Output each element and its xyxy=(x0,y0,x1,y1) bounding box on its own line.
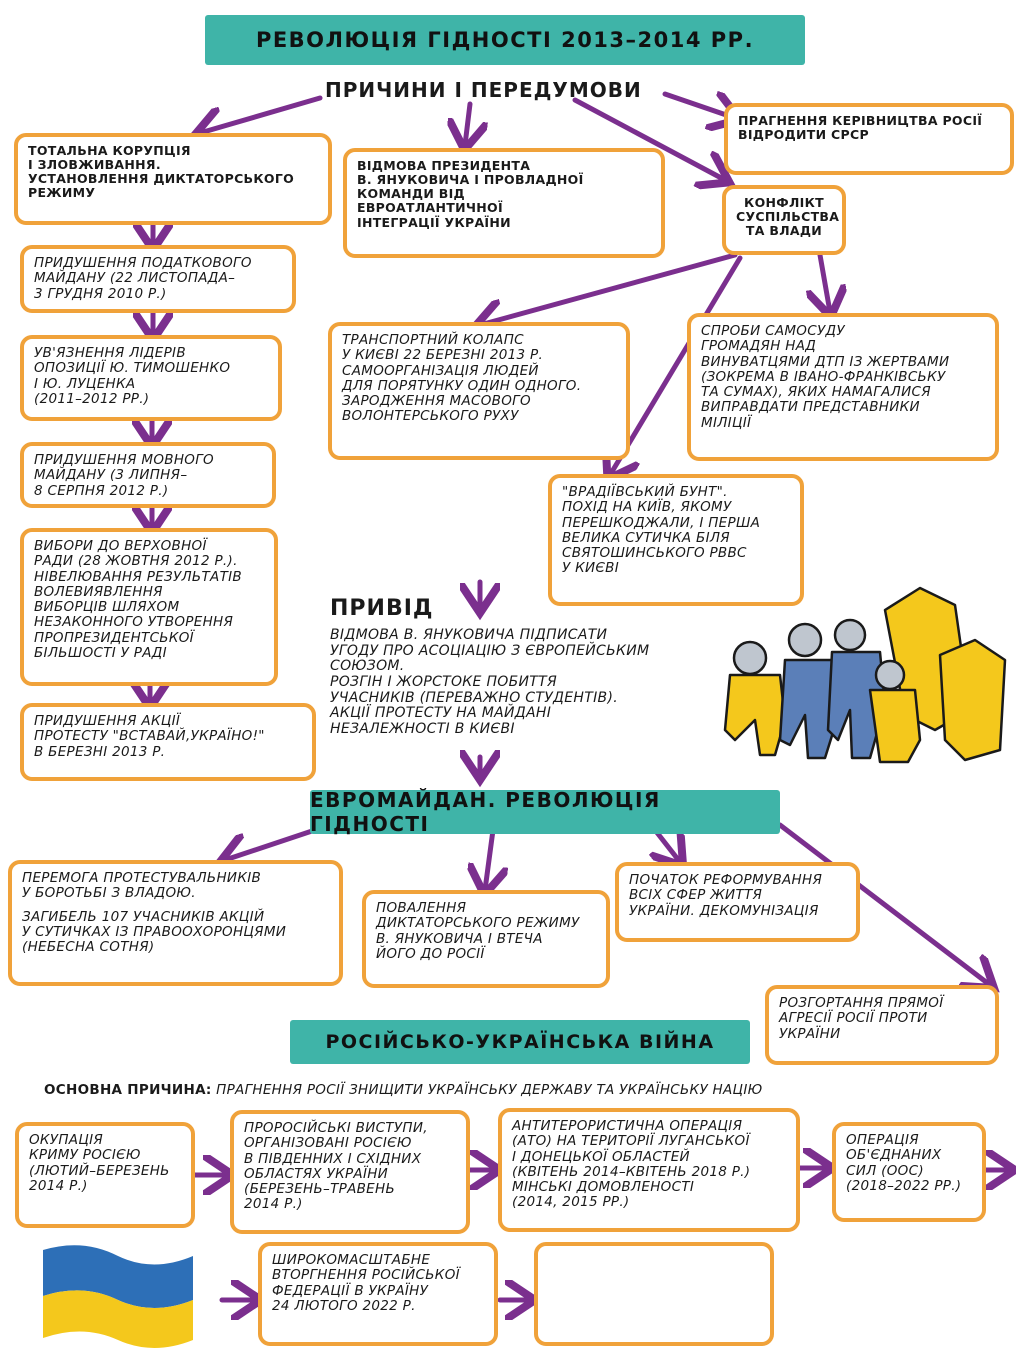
result-lynch: Спроби самосуду громадян над винуватцями… xyxy=(687,313,999,461)
victory-text: Перемога протестувальників у боротьбі з … xyxy=(22,870,262,902)
war-step-4: Операція Об'єднаних сил (ООС) (2018–2022… xyxy=(832,1122,986,1222)
arrow-to-victory xyxy=(225,827,318,860)
arrow-to-lynch xyxy=(820,252,830,312)
cause-conflict: Конфлікт суспільства та влади xyxy=(722,185,846,255)
page-title: Революція гідності 2013–2014 рр. xyxy=(255,28,755,52)
euromaidan-title: Евромайдан. Революція гідності xyxy=(310,788,661,836)
chain-item-5: Придушення акції протесту "Вставай,Украї… xyxy=(20,703,316,781)
chain-item-4: Вибори до Верховної Ради (28 жовтня 2012… xyxy=(20,528,278,686)
cause-corruption: Тотальна корупція і зловживання. Установ… xyxy=(14,133,332,225)
euromaidan-banner: Евромайдан. Революція гідності xyxy=(310,788,780,836)
result-transport: Транспортний колапс у Києві 22 березні 2… xyxy=(328,322,630,460)
victory-text-2: Загибель 107 учасників акцій у сутичках … xyxy=(22,908,287,955)
arrow-to-overthrow xyxy=(485,827,493,890)
chain-item-1: Придушення Податкового Майдану (22 листо… xyxy=(20,245,296,313)
chain-item-3: Придушення Мовного Майдану (3 липня– 8 с… xyxy=(20,442,276,508)
war-banner: Російсько-українська війна xyxy=(290,1020,750,1064)
cause-refusal: Відмова президента В. Януковича і провла… xyxy=(343,148,665,258)
war-cause: Основна причина: Прагнення Росії знищити… xyxy=(44,1082,763,1098)
cause-russia: Прагнення керівництва Росії відродити СР… xyxy=(724,103,1014,175)
war-step-3: Антитерористична операція (АТО) на терит… xyxy=(498,1108,800,1232)
arrow-to-refusal xyxy=(465,101,470,145)
result-aggression: Розгортання прямої агресії Росії проти У… xyxy=(765,985,999,1065)
war-invasion: Широкомасштабне вторгнення Російської Фе… xyxy=(258,1242,498,1346)
pretext-heading: Привід xyxy=(330,596,434,621)
chain-item-2: Ув'язнення лідерів опозиції Ю. Тимошенко… xyxy=(20,335,282,421)
causes-heading: Причини і передумови xyxy=(325,78,642,102)
pretext-text: Відмова В. Януковича підписати угоду про… xyxy=(330,627,650,738)
arrow-to-corruption xyxy=(200,95,323,133)
result-overthrow: Повалення диктаторського режиму В. Януко… xyxy=(362,890,610,988)
war-cause-text: Прагнення Росії знищити українську держа… xyxy=(216,1082,763,1098)
war-step-2: Проросійські виступи, організовані Росіє… xyxy=(230,1110,470,1234)
title-banner: Революція гідності 2013–2014 рр. xyxy=(205,15,805,65)
result-reform: Початок реформування всіх сфер життя Укр… xyxy=(615,862,860,942)
empty-box xyxy=(534,1242,774,1346)
result-vradiivka: "Врадіївський бунт". Похід на Київ, яком… xyxy=(548,474,804,606)
war-cause-label: Основна причина: xyxy=(44,1082,212,1098)
ukraine-flag-icon xyxy=(43,1245,193,1348)
result-victory: Перемога протестувальників у боротьбі з … xyxy=(8,860,343,986)
protesters-illustration xyxy=(723,586,1007,764)
war-step-1: Окупація Криму Росією (лютий–березень 20… xyxy=(15,1122,195,1228)
war-title: Російсько-українська війна xyxy=(325,1031,715,1053)
